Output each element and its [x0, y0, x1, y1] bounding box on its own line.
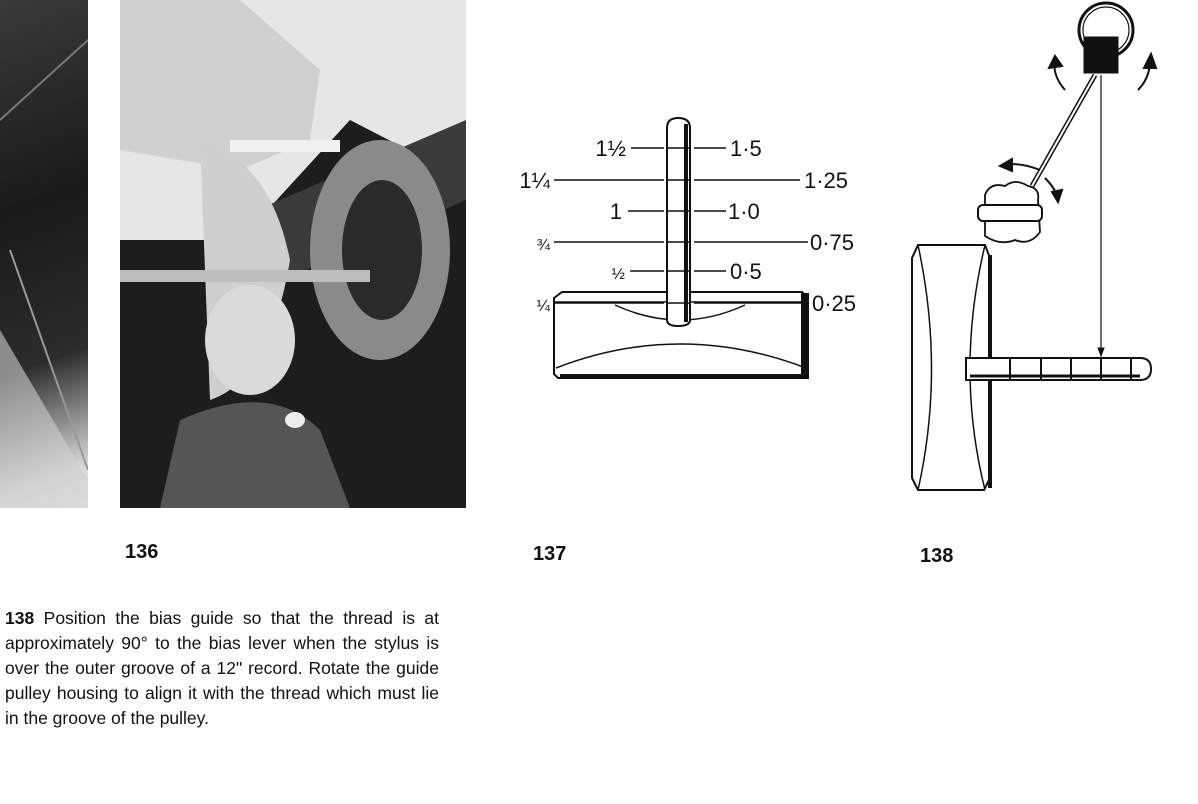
- label-right-1-5: 1·5: [730, 136, 762, 161]
- figure-137-stylus-scale-diagram: 1½ 1¼ 1 ¾ ½ ¼ 1·5 1·25 1·0 0·75 0·5 0·25: [519, 1, 1158, 491]
- label-right-0-75: 0·75: [810, 230, 854, 255]
- stylus-bar: [965, 357, 1153, 381]
- scale-block: [553, 291, 809, 379]
- photo-136-bias-guide: [120, 0, 466, 508]
- bias-weight: [977, 181, 1043, 244]
- scale-tick-lines: [554, 147, 808, 304]
- label-left-1: 1: [610, 199, 622, 224]
- label-left-1-1-4: 1¼: [519, 168, 550, 193]
- photo-turntable-partial: [0, 0, 88, 508]
- figure-number-137: 137: [533, 543, 567, 565]
- label-left-1-4: ¼: [537, 298, 551, 315]
- figure-138-bias-guide-diagram: [911, 1, 1158, 491]
- label-right-0-25: 0·25: [812, 291, 856, 316]
- rotation-arrows: [997, 51, 1158, 205]
- photo-detail: [0, 39, 88, 508]
- figure-number-138: 138: [920, 545, 954, 567]
- description-body: Position the bias guide so that the thre…: [5, 608, 439, 728]
- label-left-3-4: ¾: [537, 237, 551, 254]
- label-right-1-0: 1·0: [728, 199, 760, 224]
- right-labels: 1·5 1·25 1·0 0·75 0·5 0·25: [728, 136, 856, 316]
- pulley-housing: [1083, 36, 1119, 74]
- label-left-1-2: ½: [612, 266, 625, 283]
- label-right-0-5: 0·5: [730, 259, 762, 284]
- left-labels: 1½ 1¼ 1 ¾ ½ ¼: [519, 136, 626, 315]
- figure-138-description: 138 Position the bias guide so that the …: [5, 606, 439, 731]
- label-left-1-1-2: 1½: [595, 136, 626, 161]
- stylus-stem: [666, 116, 691, 328]
- description-figure-ref: 138: [5, 608, 35, 628]
- figure-number-136: 136: [125, 541, 159, 563]
- photo-detail: [120, 0, 466, 508]
- label-right-1-25: 1·25: [804, 168, 848, 193]
